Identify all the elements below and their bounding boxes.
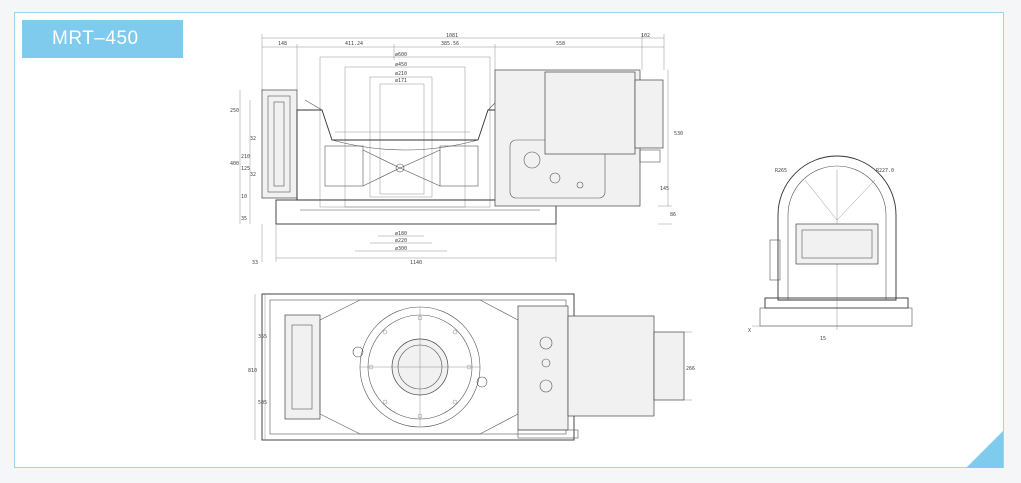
dim-left-5: 32 (250, 172, 256, 178)
dim-left-7: 35 (241, 216, 247, 222)
plan-dim-left-0: 355 (258, 334, 267, 340)
dim-left-6: 10 (241, 194, 247, 200)
dia-180: ø180 (395, 231, 407, 237)
dim-top-5: 102 (641, 33, 650, 39)
dia-600: ø600 (395, 52, 407, 58)
dim-left-0: 250 (230, 108, 239, 114)
plan-view: 355 810 505 266 (248, 293, 695, 441)
side-view: R265 R227.0 X 15 (748, 155, 913, 342)
dim-right-0: 530 (674, 131, 683, 137)
plan-dim-left-2: 505 (258, 400, 267, 406)
dia-450: ø450 (395, 62, 407, 68)
dim-top-1: 411.24 (345, 41, 363, 47)
dim-right-2: 86 (670, 212, 676, 218)
dia-300: ø300 (395, 246, 407, 252)
plan-dim-right: 266 (686, 366, 695, 372)
dim-top-0: 148 (278, 41, 287, 47)
plan-dim-left-1: 810 (248, 368, 257, 374)
dim-right-1: 145 (660, 186, 669, 192)
corner-accent (966, 431, 1003, 468)
dim-left-8: 33 (252, 260, 258, 266)
dia-220: ø220 (395, 238, 407, 244)
side-dim-x: X (748, 328, 751, 334)
dim-left-2: 210 (241, 154, 250, 160)
side-radius-0: R265 (775, 168, 787, 174)
front-view: 148 411.24 1081 385.56 558 102 ø600 ø450… (230, 33, 683, 266)
dia-171: ø171 (395, 78, 407, 84)
dim-left-4: 32 (250, 136, 256, 142)
dim-bottom: 1140 (410, 260, 422, 266)
dim-top-2: 1081 (446, 33, 458, 39)
side-radius-1: R227.0 (876, 168, 894, 174)
dim-top-3: 385.56 (441, 41, 459, 47)
side-dim-15: 15 (820, 336, 826, 342)
dim-left-1: 400 (230, 161, 239, 167)
dia-210: ø210 (395, 71, 407, 77)
model-title: MRT–450 (22, 20, 183, 58)
dim-left-3: 125 (241, 166, 250, 172)
dim-top-4: 558 (556, 41, 565, 47)
